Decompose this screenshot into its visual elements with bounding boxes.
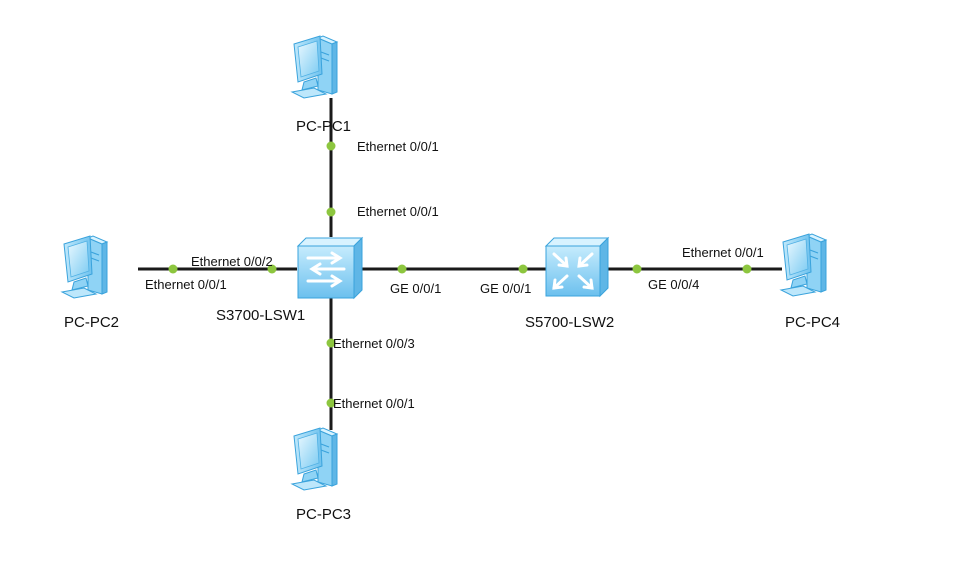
port-label-pc3: Ethernet 0/0/1 <box>333 396 415 411</box>
port-label-lsw2-to-lsw1: GE 0/0/1 <box>480 281 531 296</box>
port-label-lsw1-to-pc3: Ethernet 0/0/3 <box>333 336 415 351</box>
port-dot-lsw1-e002 <box>267 264 277 274</box>
pc2-label: PC-PC2 <box>64 314 119 331</box>
port-label-lsw1-to-pc2: Ethernet 0/0/2 <box>191 254 273 269</box>
port-dot-pc4 <box>742 264 752 274</box>
lsw2-label: S5700-LSW2 <box>525 314 614 331</box>
pc3-label: PC-PC3 <box>296 506 351 523</box>
port-dot-lsw1-e001 <box>326 207 336 217</box>
port-label-pc1: Ethernet 0/0/1 <box>357 139 439 154</box>
pc1-label: PC-PC1 <box>296 118 351 135</box>
port-dot-lsw1-ge001 <box>397 264 407 274</box>
lsw1-label: S3700-LSW1 <box>216 307 305 324</box>
port-dot-lsw1-e003 <box>326 338 336 348</box>
pc4-icon[interactable] <box>780 233 827 297</box>
pc2-icon[interactable] <box>61 235 108 299</box>
port-label-lsw1-to-pc1: Ethernet 0/0/1 <box>357 204 439 219</box>
lsw2-switch-icon[interactable] <box>544 236 610 298</box>
lsw1-switch-icon[interactable] <box>296 236 364 300</box>
port-dot-pc2 <box>168 264 178 274</box>
pc4-label: PC-PC4 <box>785 314 840 331</box>
port-dot-pc1 <box>326 141 336 151</box>
port-dot-lsw2-ge001 <box>518 264 528 274</box>
pc1-icon[interactable] <box>291 35 338 99</box>
port-label-pc4: Ethernet 0/0/1 <box>682 245 764 260</box>
port-dot-lsw2-ge004 <box>632 264 642 274</box>
pc3-icon[interactable] <box>291 427 338 491</box>
port-dot-pc3 <box>326 398 336 408</box>
port-label-lsw2-to-pc4: GE 0/0/4 <box>648 277 699 292</box>
port-label-pc2: Ethernet 0/0/1 <box>145 277 227 292</box>
port-label-lsw1-to-lsw2: GE 0/0/1 <box>390 281 441 296</box>
